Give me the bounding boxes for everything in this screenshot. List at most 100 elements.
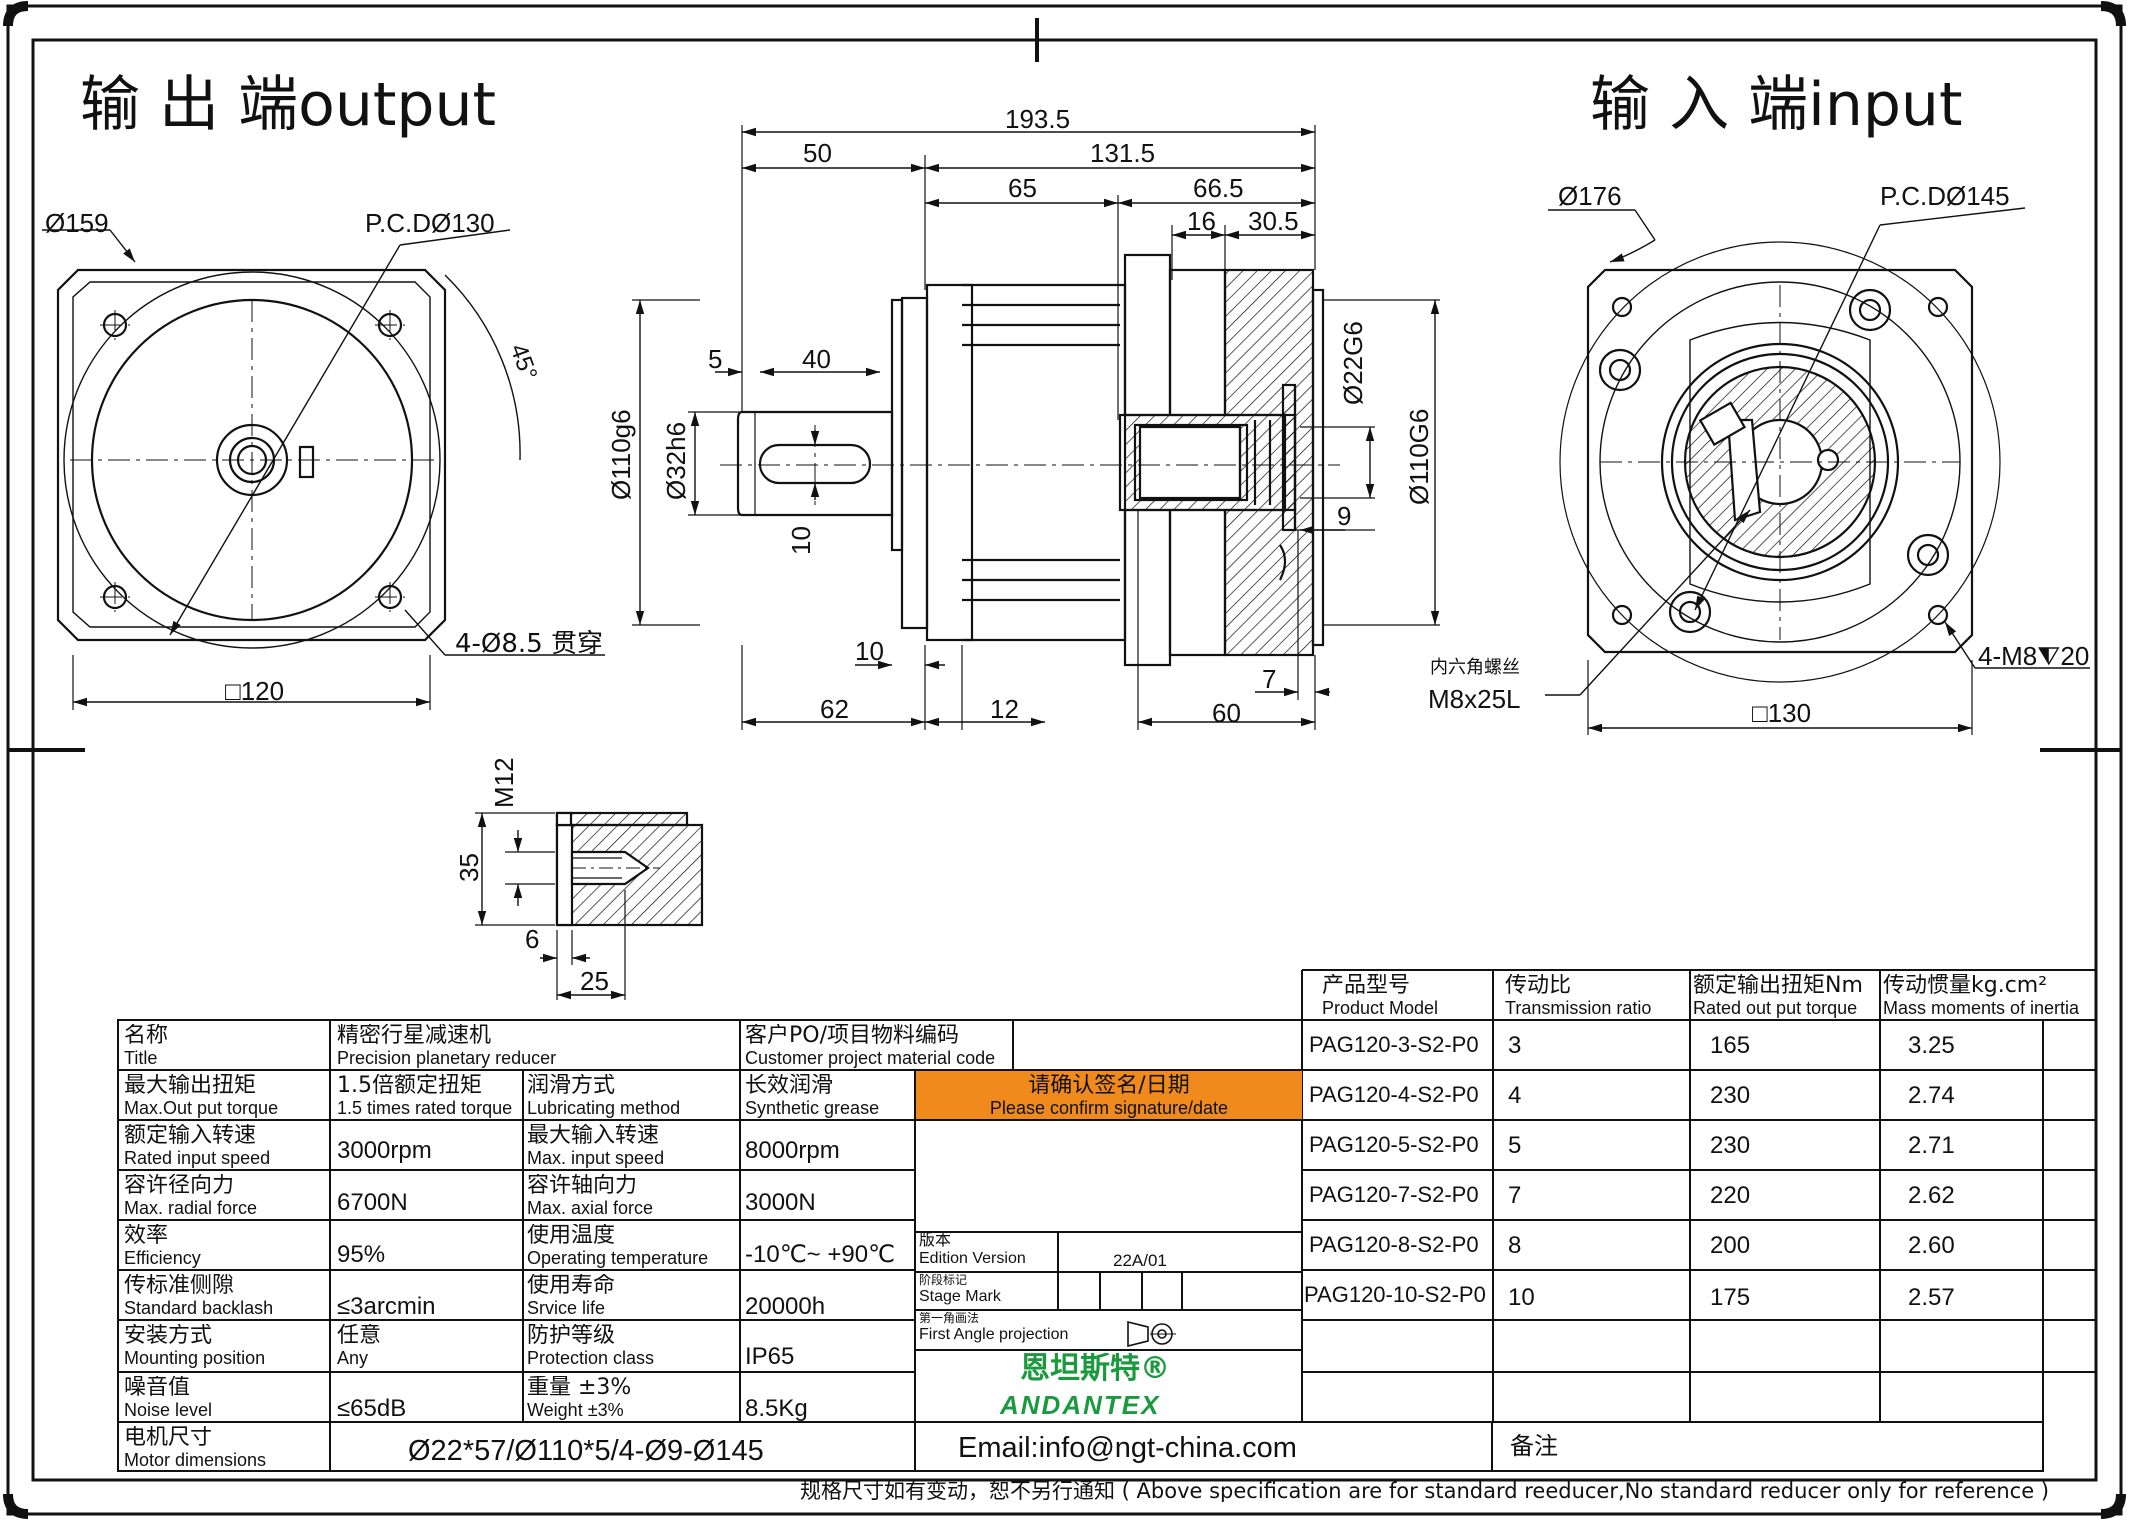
out-square-label: □120 bbox=[225, 676, 284, 706]
side-view bbox=[632, 125, 1440, 730]
shaft-end-detail bbox=[475, 811, 704, 1000]
out-holes-label: 4-Ø8.5 贯穿 bbox=[455, 629, 603, 659]
spec-weight-value: 8.5Kg bbox=[745, 1396, 808, 1422]
spec-life-value: 20000h bbox=[745, 1294, 826, 1320]
detail-35: 35 bbox=[454, 853, 484, 882]
model-row-5-ratio: 8 bbox=[1508, 1233, 1522, 1259]
edition-value: 22A/01 bbox=[1113, 1251, 1167, 1270]
spec-motor-dims-value: Ø22*57/Ø110*5/4-Ø9-Ø145 bbox=[408, 1436, 764, 1467]
dim-10: 10 bbox=[855, 636, 884, 666]
spec-protection-value: IP65 bbox=[745, 1344, 795, 1370]
dim-40: 40 bbox=[802, 344, 831, 374]
dim-131-5: 131.5 bbox=[1090, 138, 1155, 168]
spec-rated-speed-value: 3000rpm bbox=[337, 1138, 432, 1164]
model-row-5-model: PAG120-8-S2-P0 bbox=[1309, 1233, 1479, 1257]
model-row-2-inertia: 2.74 bbox=[1908, 1083, 1955, 1109]
dim-dia110-left: Ø110g6 bbox=[606, 409, 636, 500]
input-title: 输 入 端input bbox=[1590, 70, 1962, 140]
out-pcd-label: P.C.DØ130 bbox=[365, 208, 495, 238]
model-row-2-ratio: 4 bbox=[1508, 1083, 1522, 1109]
spec-radial-force-value: 6700N bbox=[337, 1190, 408, 1216]
model-row-1-ratio: 3 bbox=[1508, 1033, 1522, 1059]
detail-25: 25 bbox=[580, 966, 609, 996]
spec-noise-value: ≤65dB bbox=[337, 1396, 407, 1422]
spec-max-speed-value: 8000rpm bbox=[745, 1138, 840, 1164]
model-row-3-ratio: 5 bbox=[1508, 1133, 1522, 1159]
model-row-4-inertia: 2.62 bbox=[1908, 1183, 1955, 1209]
spec-efficiency-value: 95% bbox=[337, 1242, 386, 1268]
brand-logo-en: ANDANTEX bbox=[1000, 1390, 1161, 1420]
in-screw-cn-label: 内六角螺丝 bbox=[1430, 657, 1520, 678]
dim-12: 12 bbox=[990, 694, 1019, 724]
detail-m12: M12 bbox=[489, 757, 519, 808]
model-row-3-torque: 230 bbox=[1710, 1133, 1751, 1159]
model-row-4-torque: 220 bbox=[1710, 1183, 1751, 1209]
model-row-1-torque: 165 bbox=[1710, 1033, 1751, 1059]
model-row-4-model: PAG120-7-S2-P0 bbox=[1309, 1183, 1479, 1207]
output-title: 输 出 端output bbox=[80, 70, 496, 140]
model-row-6-model: PAG120-10-S2-P0 bbox=[1304, 1283, 1486, 1307]
model-row-5-inertia: 2.60 bbox=[1908, 1233, 1955, 1259]
input-end-view bbox=[1545, 207, 2090, 735]
dim-5: 5 bbox=[708, 344, 722, 374]
in-holes-label: 4-M8⧨20 bbox=[1978, 641, 2089, 671]
drawing-frame bbox=[3, 1, 2126, 1519]
dim-66-5: 66.5 bbox=[1193, 173, 1244, 203]
in-square-label: □130 bbox=[1752, 698, 1811, 728]
dim-60: 60 bbox=[1212, 698, 1241, 728]
first-angle-projection-icon bbox=[1127, 1320, 1176, 1348]
dim-7: 7 bbox=[1262, 664, 1276, 694]
dim-16: 16 bbox=[1187, 206, 1216, 236]
spec-backlash-value: ≤3arcmin bbox=[337, 1294, 436, 1320]
model-row-2-model: PAG120-4-S2-P0 bbox=[1309, 1083, 1479, 1107]
dim-30-5: 30.5 bbox=[1248, 206, 1299, 236]
out-dia159-label: Ø159 bbox=[45, 208, 109, 238]
model-row-6-torque: 175 bbox=[1710, 1285, 1751, 1311]
confirm-signature-box bbox=[916, 1071, 1302, 1119]
model-row-5-torque: 200 bbox=[1710, 1233, 1751, 1259]
brand-logo-cn: 恩坦斯特® bbox=[1020, 1353, 1170, 1385]
model-row-1-inertia: 3.25 bbox=[1908, 1033, 1955, 1059]
remark-label: 备注 bbox=[1510, 1434, 1558, 1460]
in-pcd-label: P.C.DØ145 bbox=[1880, 181, 2010, 211]
in-dia176-label: Ø176 bbox=[1558, 181, 1622, 211]
model-row-3-inertia: 2.71 bbox=[1908, 1133, 1955, 1159]
model-row-4-ratio: 7 bbox=[1508, 1183, 1522, 1209]
dim-9: 9 bbox=[1337, 501, 1351, 531]
dim-10-key: 10 bbox=[786, 526, 816, 555]
model-row-2-torque: 230 bbox=[1710, 1083, 1751, 1109]
output-end-view bbox=[42, 229, 605, 710]
model-row-1-model: PAG120-3-S2-P0 bbox=[1309, 1033, 1479, 1057]
model-row-3-model: PAG120-5-S2-P0 bbox=[1309, 1133, 1479, 1157]
model-row-6-inertia: 2.57 bbox=[1908, 1285, 1955, 1311]
dim-193-5: 193.5 bbox=[1005, 104, 1070, 134]
dim-50: 50 bbox=[803, 138, 832, 168]
dim-dia110-right: Ø110G6 bbox=[1404, 409, 1434, 505]
